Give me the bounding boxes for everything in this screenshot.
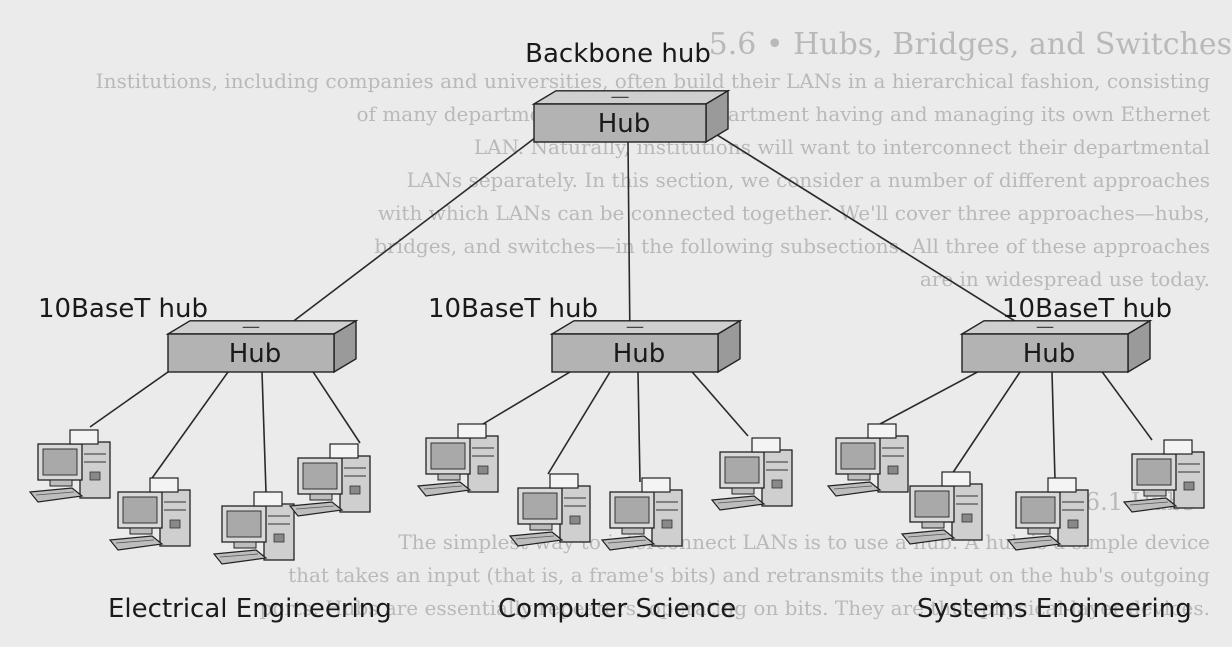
computer-icon (212, 491, 295, 565)
hub-box-label: Hub (1023, 339, 1076, 369)
network-adapter (751, 437, 781, 453)
hub-box-label: Hub (613, 339, 666, 369)
computer-keyboard (288, 501, 344, 517)
network-links (89, 117, 1153, 493)
computer-tower (877, 435, 909, 493)
hub-top-face (531, 90, 731, 105)
background-line: are in widespread use today. (920, 267, 1210, 291)
computer-tower (339, 455, 371, 513)
department-label-electrical-engineering: Electrical Engineering (108, 594, 392, 624)
backbone-hub-caption: Backbone hub (525, 39, 711, 69)
computer-icon (108, 477, 191, 551)
hub-box-electrical-engineering: Hub (165, 319, 359, 374)
computer-keyboard (416, 481, 472, 497)
network-cable (627, 141, 631, 345)
network-cable (637, 371, 641, 483)
hub-front-face (551, 333, 719, 373)
network-adapter (329, 443, 359, 459)
computer-tower (467, 435, 499, 493)
computer-tower (951, 483, 983, 541)
computer-tower (263, 503, 295, 561)
computer-tower (159, 489, 191, 547)
department-label-systems-engineering: Systems Engineering (917, 594, 1192, 624)
hub-caption-se: 10BaseT hub (1002, 294, 1172, 324)
computer-keyboard (1122, 497, 1178, 513)
background-heading: 5.6 • Hubs, Bridges, and Switches (709, 27, 1232, 62)
network-cable (951, 371, 1021, 475)
computer-icon (710, 437, 793, 511)
department-label-computer-science: Computer Science (498, 594, 736, 624)
computer-icon (1122, 439, 1205, 513)
backbone-hub-box: Hub (531, 89, 731, 144)
computer-icon (826, 423, 909, 497)
network-adapter (1163, 439, 1193, 455)
backbone-hub: Backbone hub Hub (525, 39, 731, 144)
computer-tower (79, 441, 111, 499)
hub-front-face (167, 333, 335, 373)
network-adapter (1047, 477, 1077, 493)
network-cable (261, 371, 267, 493)
computer-icon (28, 429, 111, 503)
hub-box-systems-engineering: Hub (959, 319, 1153, 374)
hub-caption-ee: 10BaseT hub (38, 294, 208, 324)
computer-keyboard (28, 487, 84, 503)
network-adapter (549, 473, 579, 489)
network-cable (547, 371, 611, 475)
background-line: of many departments, with each departmen… (357, 102, 1210, 126)
computer-keyboard (508, 531, 564, 547)
network-cable (265, 127, 549, 343)
computer-keyboard (900, 529, 956, 545)
background-page-text: 5.6 • Hubs, Bridges, and Switches Instit… (96, 27, 1232, 620)
computer-icon (600, 477, 683, 551)
background-line: with which LANs can be connected togethe… (378, 201, 1210, 225)
computers (28, 423, 1205, 565)
background-line: bridges, and switches—in the following s… (374, 234, 1210, 258)
computer-icon (508, 473, 591, 547)
network-adapter (867, 423, 897, 439)
computer-tower (761, 449, 793, 507)
network-adapter (941, 471, 971, 487)
computer-icon (288, 443, 371, 517)
computer-icon (900, 471, 983, 545)
computer-keyboard (600, 535, 656, 551)
hub-box-computer-science: Hub (549, 319, 743, 374)
network-cable (689, 117, 1043, 339)
background-line: LANs separately. In this section, we con… (407, 168, 1210, 192)
hub-box-label: Hub (229, 339, 282, 369)
computer-keyboard (710, 495, 766, 511)
network-adapter (69, 429, 99, 445)
network-adapter (457, 423, 487, 439)
background-body-top: Institutions, including companies and un… (96, 69, 1211, 291)
network-adapter (149, 477, 179, 493)
computer-tower (1173, 451, 1205, 509)
hub-caption-cs: 10BaseT hub (428, 294, 598, 324)
background-line: Institutions, including companies and un… (96, 69, 1211, 93)
department-hubs: Hub Hub Hub (165, 319, 1153, 374)
background-line: ports. Hubs are essentially repeaters, o… (260, 596, 1210, 620)
computer-keyboard (108, 535, 164, 551)
computer-icon (1006, 477, 1089, 551)
computer-tower (1057, 489, 1089, 547)
computer-keyboard (826, 481, 882, 497)
computer-keyboard (212, 549, 268, 565)
background-line: that takes an input (that is, a frame's … (288, 563, 1210, 587)
computer-icon (416, 423, 499, 497)
hub-front-face (533, 103, 707, 143)
network-cable (1051, 371, 1056, 481)
computer-keyboard (1006, 535, 1062, 551)
computer-tower (651, 489, 683, 547)
computer-tower (559, 485, 591, 543)
network-adapter (641, 477, 671, 493)
network-cable (149, 371, 229, 482)
hub-box-label: Hub (598, 109, 651, 139)
hub-front-face (961, 333, 1129, 373)
network-adapter (253, 491, 283, 507)
